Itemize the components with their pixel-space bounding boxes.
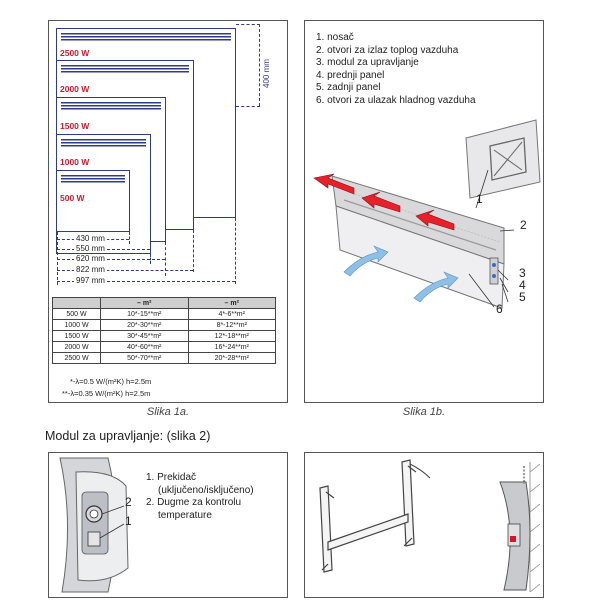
warm-air-arrows (313, 173, 455, 231)
cold-air-arrows (343, 245, 459, 303)
width-line-822 (57, 270, 193, 271)
table-cell: 2500 W (52, 352, 101, 364)
height-dimension-line (259, 24, 260, 106)
watt-label-2500: 2500 W (60, 48, 90, 58)
wall-hatch (529, 462, 541, 593)
table-cell: 1000 W (52, 319, 101, 331)
control-item-switch-detail: (uključeno/isključeno) (158, 484, 254, 496)
height-dimension-tick-top (236, 24, 260, 25)
legend-item: 5. zadnji panel (316, 82, 381, 93)
callout-6: 6 (496, 302, 503, 316)
table-row: 1500 W 30*-45**m² 12*-18**m² (52, 330, 276, 342)
width-dim-2000 (193, 230, 194, 272)
width-label-430: 430 mm (74, 234, 107, 243)
width-dim-1500 (165, 242, 166, 276)
table-note-1: *-λ=0.5 W/(m²K) h=2.5m (70, 377, 152, 386)
table-cell: 40*-60**m² (100, 341, 189, 353)
width-label-822: 822 mm (74, 265, 107, 274)
control-item-knob-detail: temperature (158, 509, 212, 521)
watt-label-2000: 2000 W (60, 84, 90, 94)
table-cell: 1500 W (52, 330, 101, 342)
mounting-bracket (319, 459, 417, 573)
table-cell: 10*-15**m² (100, 308, 189, 320)
table-row: 500 W 10*-15**m² 4*-6**m² (52, 308, 276, 320)
figure-1b-caption: Slika 1b. (402, 406, 446, 418)
control-module-illustration (59, 457, 129, 593)
width-line-997 (57, 281, 235, 282)
table-cell: 50*-70**m² (100, 352, 189, 364)
table-cell: 16*-24**m² (187, 341, 276, 353)
watt-label-1500: 1500 W (60, 121, 90, 131)
legend-item: 3. modul za upravljanje (316, 57, 419, 68)
table-header-cell (52, 297, 101, 309)
table-cell: 20*-28**m² (187, 352, 276, 364)
table-row: 2000 W 40*-60**m² 16*-24**m² (52, 341, 276, 353)
watt-label-500: 500 W (60, 193, 85, 203)
legend-item: 4. prednji panel (316, 69, 385, 81)
legend-item: 1. nosač (316, 32, 354, 43)
watt-label-1000: 1000 W (60, 157, 90, 167)
table-header-cell: – m² (187, 297, 276, 309)
legend-item: 6. otvori za ulazak hladnog vazduha (316, 94, 476, 106)
callout-4: 4 (519, 278, 526, 292)
control-module-list: 1. Prekidač (uključeno/isključeno) 2. Du… (146, 472, 254, 522)
width-line-620 (57, 259, 165, 260)
table-row: 1000 W 20*-30**m² 8*-12**m² (52, 319, 276, 331)
callout-5: 5 (519, 290, 526, 304)
table-cell: 12*-18**m² (187, 330, 276, 342)
control-module-heading: Modul za upravljanje: (slika 2) (45, 429, 211, 443)
figure-3-panel (304, 452, 544, 598)
table-cell: 8*-12**m² (187, 319, 276, 331)
legend-item: 2. otvori za izlaz toplog vazduha (316, 44, 459, 56)
table-cell: 30*-45**m² (100, 330, 189, 342)
parts-legend: 1. nosač 2. otvori za izlaz toplog vazdu… (316, 32, 476, 107)
heater-exploded-illustration (313, 119, 541, 309)
table-cell: 2000 W (52, 341, 101, 353)
heating-area-table: – m² – m² 500 W 10*-15**m² 4*-6**m² 1000… (52, 297, 276, 364)
callout-3: 3 (519, 266, 526, 280)
callout-knob: 2 (125, 495, 132, 509)
width-label-550: 550 mm (74, 244, 107, 253)
wall-bracket (465, 119, 541, 199)
width-label-620: 620 mm (74, 254, 107, 263)
table-cell: 4*-6**m² (187, 308, 276, 320)
heater-500w (56, 170, 130, 232)
table-cell: 500 W (52, 308, 101, 320)
width-label-997: 997 mm (74, 276, 107, 285)
mounting-illustration (319, 459, 541, 593)
table-row: 2500 W 50*-70**m² 20*-28**m² (52, 352, 276, 364)
figure-1a-caption: Slika 1a. (146, 406, 190, 418)
control-item-switch: 1. Prekidač (146, 472, 197, 483)
width-dim-left (57, 232, 58, 285)
table-cell: 20*-30**m² (100, 319, 189, 331)
width-dim-2500 (235, 218, 236, 284)
callout-1: 1 (476, 192, 483, 206)
callout-2: 2 (520, 218, 527, 232)
height-dimension-label: 400 mm (262, 59, 271, 88)
control-item-knob: 2. Dugme za kontrolu (146, 497, 242, 508)
table-header-row: – m² – m² (52, 297, 276, 309)
table-header-cell: – m² (100, 297, 189, 309)
table-note-2: **-λ=0.35 W/(m²K) h=2.5m (62, 389, 151, 398)
height-dimension-tick-bottom (236, 106, 260, 107)
width-dim-500 (129, 232, 130, 244)
callout-switch: 1 (125, 514, 132, 528)
